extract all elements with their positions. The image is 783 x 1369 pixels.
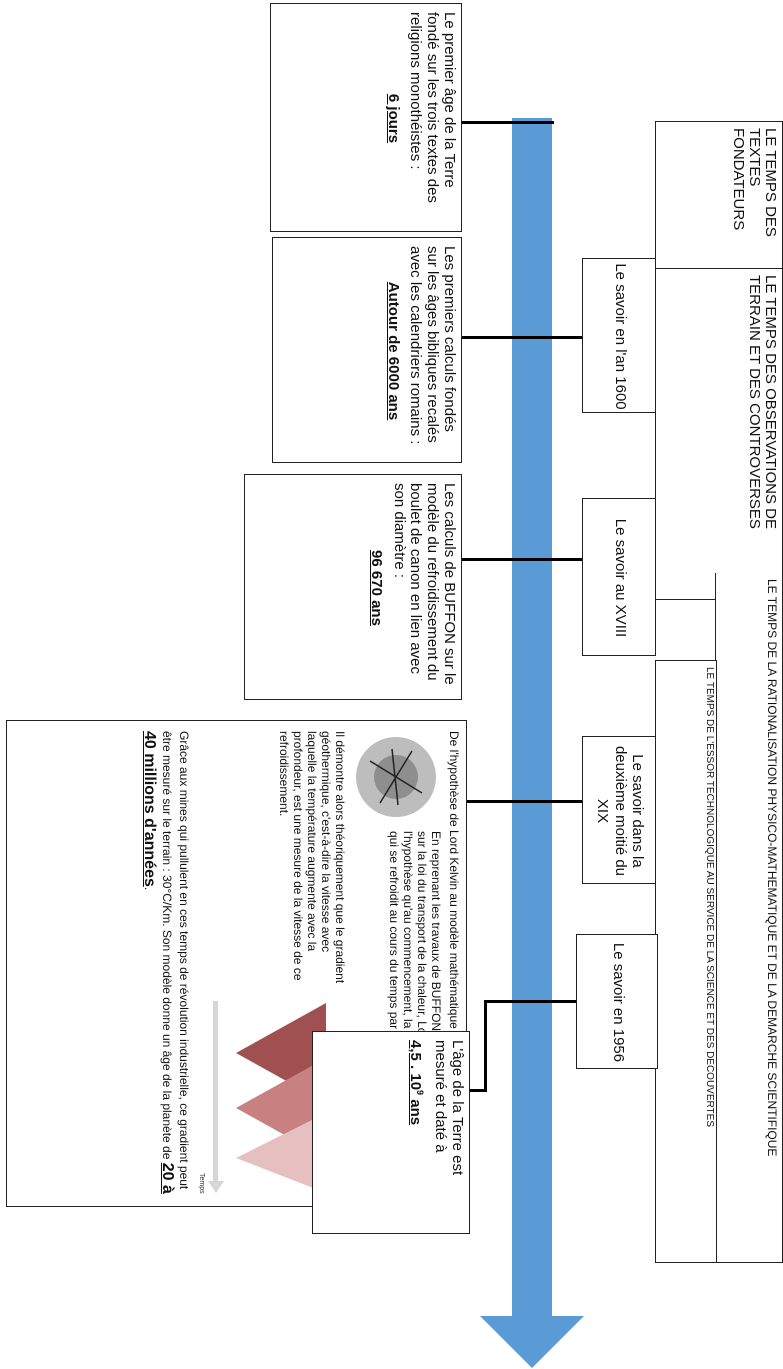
fact-age: Autour de 6000 ans [384, 281, 402, 421]
fact-age: 6 jours [384, 93, 402, 144]
fact-4-5-milliards: L'âge de la Terre est mesuré et daté à 4… [312, 1031, 470, 1234]
connector-5b [484, 1000, 487, 1092]
period-1956: Le savoir en 1956 [576, 934, 658, 1069]
kelvin-para2: Il démontre alors théoriquement que le g… [277, 731, 348, 984]
fact-6-jours: Le premier âge de la Terre fondé sur les… [270, 3, 462, 232]
era-textes-fondateurs: LE TEMPS DES TEXTES FONDATEURS [655, 121, 783, 269]
fact-text: Le premier âge de la Terre fondé sur les… [407, 12, 458, 203]
kelvin-box: De l'hypothèse de Lord Kelvin au modèle … [6, 720, 467, 1207]
connector-2 [462, 336, 583, 339]
kelvin-end: . [141, 886, 156, 891]
era-essor-technologique: LE TEMPS DE L'ESSOR TECHNOLOGIQUE AU SER… [655, 660, 717, 1263]
era-title: LE TEMPS DES TEXTES FONDATEURS [730, 128, 780, 237]
fact-text: L'âge de la Terre est mesuré et daté à [432, 1040, 466, 1176]
era-title: LE TEMPS DE LA RATIONALISATION PHYSICO-M… [765, 579, 779, 1157]
era-title: LE TEMPS DES OBSERVATIONS DE TERRAIN ET … [746, 275, 779, 529]
temps-label: Temps [198, 1173, 205, 1194]
connector-5c [470, 1089, 486, 1092]
connector-1 [462, 121, 554, 124]
connector-4 [465, 800, 583, 803]
connector-3 [462, 558, 583, 561]
fact-text: Les calculs de BUFFON sur le modèle du r… [390, 483, 458, 685]
cooling-cones-icon: Temps [198, 1001, 327, 1194]
timeline-arrowhead [480, 1316, 584, 1368]
kelvin-para3: Grâce aux mines qui pullulent en ces tem… [139, 731, 192, 1198]
period-xviii: Le savoir au XVIII [582, 498, 656, 656]
connector-5a [486, 1000, 583, 1003]
kelvin-para3-text: Grâce aux mines qui pullulent en ces tem… [160, 731, 192, 1190]
fact-age-base: 4,5 . 10 [407, 1040, 425, 1091]
era-rationalisation: LE TEMPS DE LA RATIONALISATION PHYSICO-M… [715, 573, 783, 1263]
fact-age: 96 670 ans [367, 550, 385, 626]
fact-6000-ans: Les premiers calculs fondés sur les âges… [272, 237, 462, 463]
period-1600: Le savoir en l'an 1600 [582, 258, 656, 413]
fact-age: 4,5 . 109 ans [407, 1040, 425, 1227]
timeline-arrow [512, 118, 552, 1318]
period-label: Le savoir au XVIII [611, 518, 629, 638]
period-xix: Le savoir dans la deuxième moitié du XIX [582, 736, 656, 884]
era-observations: LE TEMPS DES OBSERVATIONS DE TERRAIN ET … [655, 268, 783, 600]
period-label: Le savoir en l'an 1600 [611, 263, 629, 410]
earth-sphere-icon [356, 737, 437, 817]
fact-text: Les premiers calculs fondés sur les âges… [407, 246, 458, 445]
fact-age-unit: ans [407, 1095, 425, 1126]
fact-96670-ans: Les calculs de BUFFON sur le modèle du r… [244, 474, 462, 700]
period-label: Le savoir en 1956 [609, 942, 627, 1063]
period-label: Le savoir dans la deuxième moitié du XIX [594, 745, 646, 877]
era-title: LE TEMPS DE L'ESSOR TECHNOLOGIQUE AU SER… [704, 667, 715, 1128]
